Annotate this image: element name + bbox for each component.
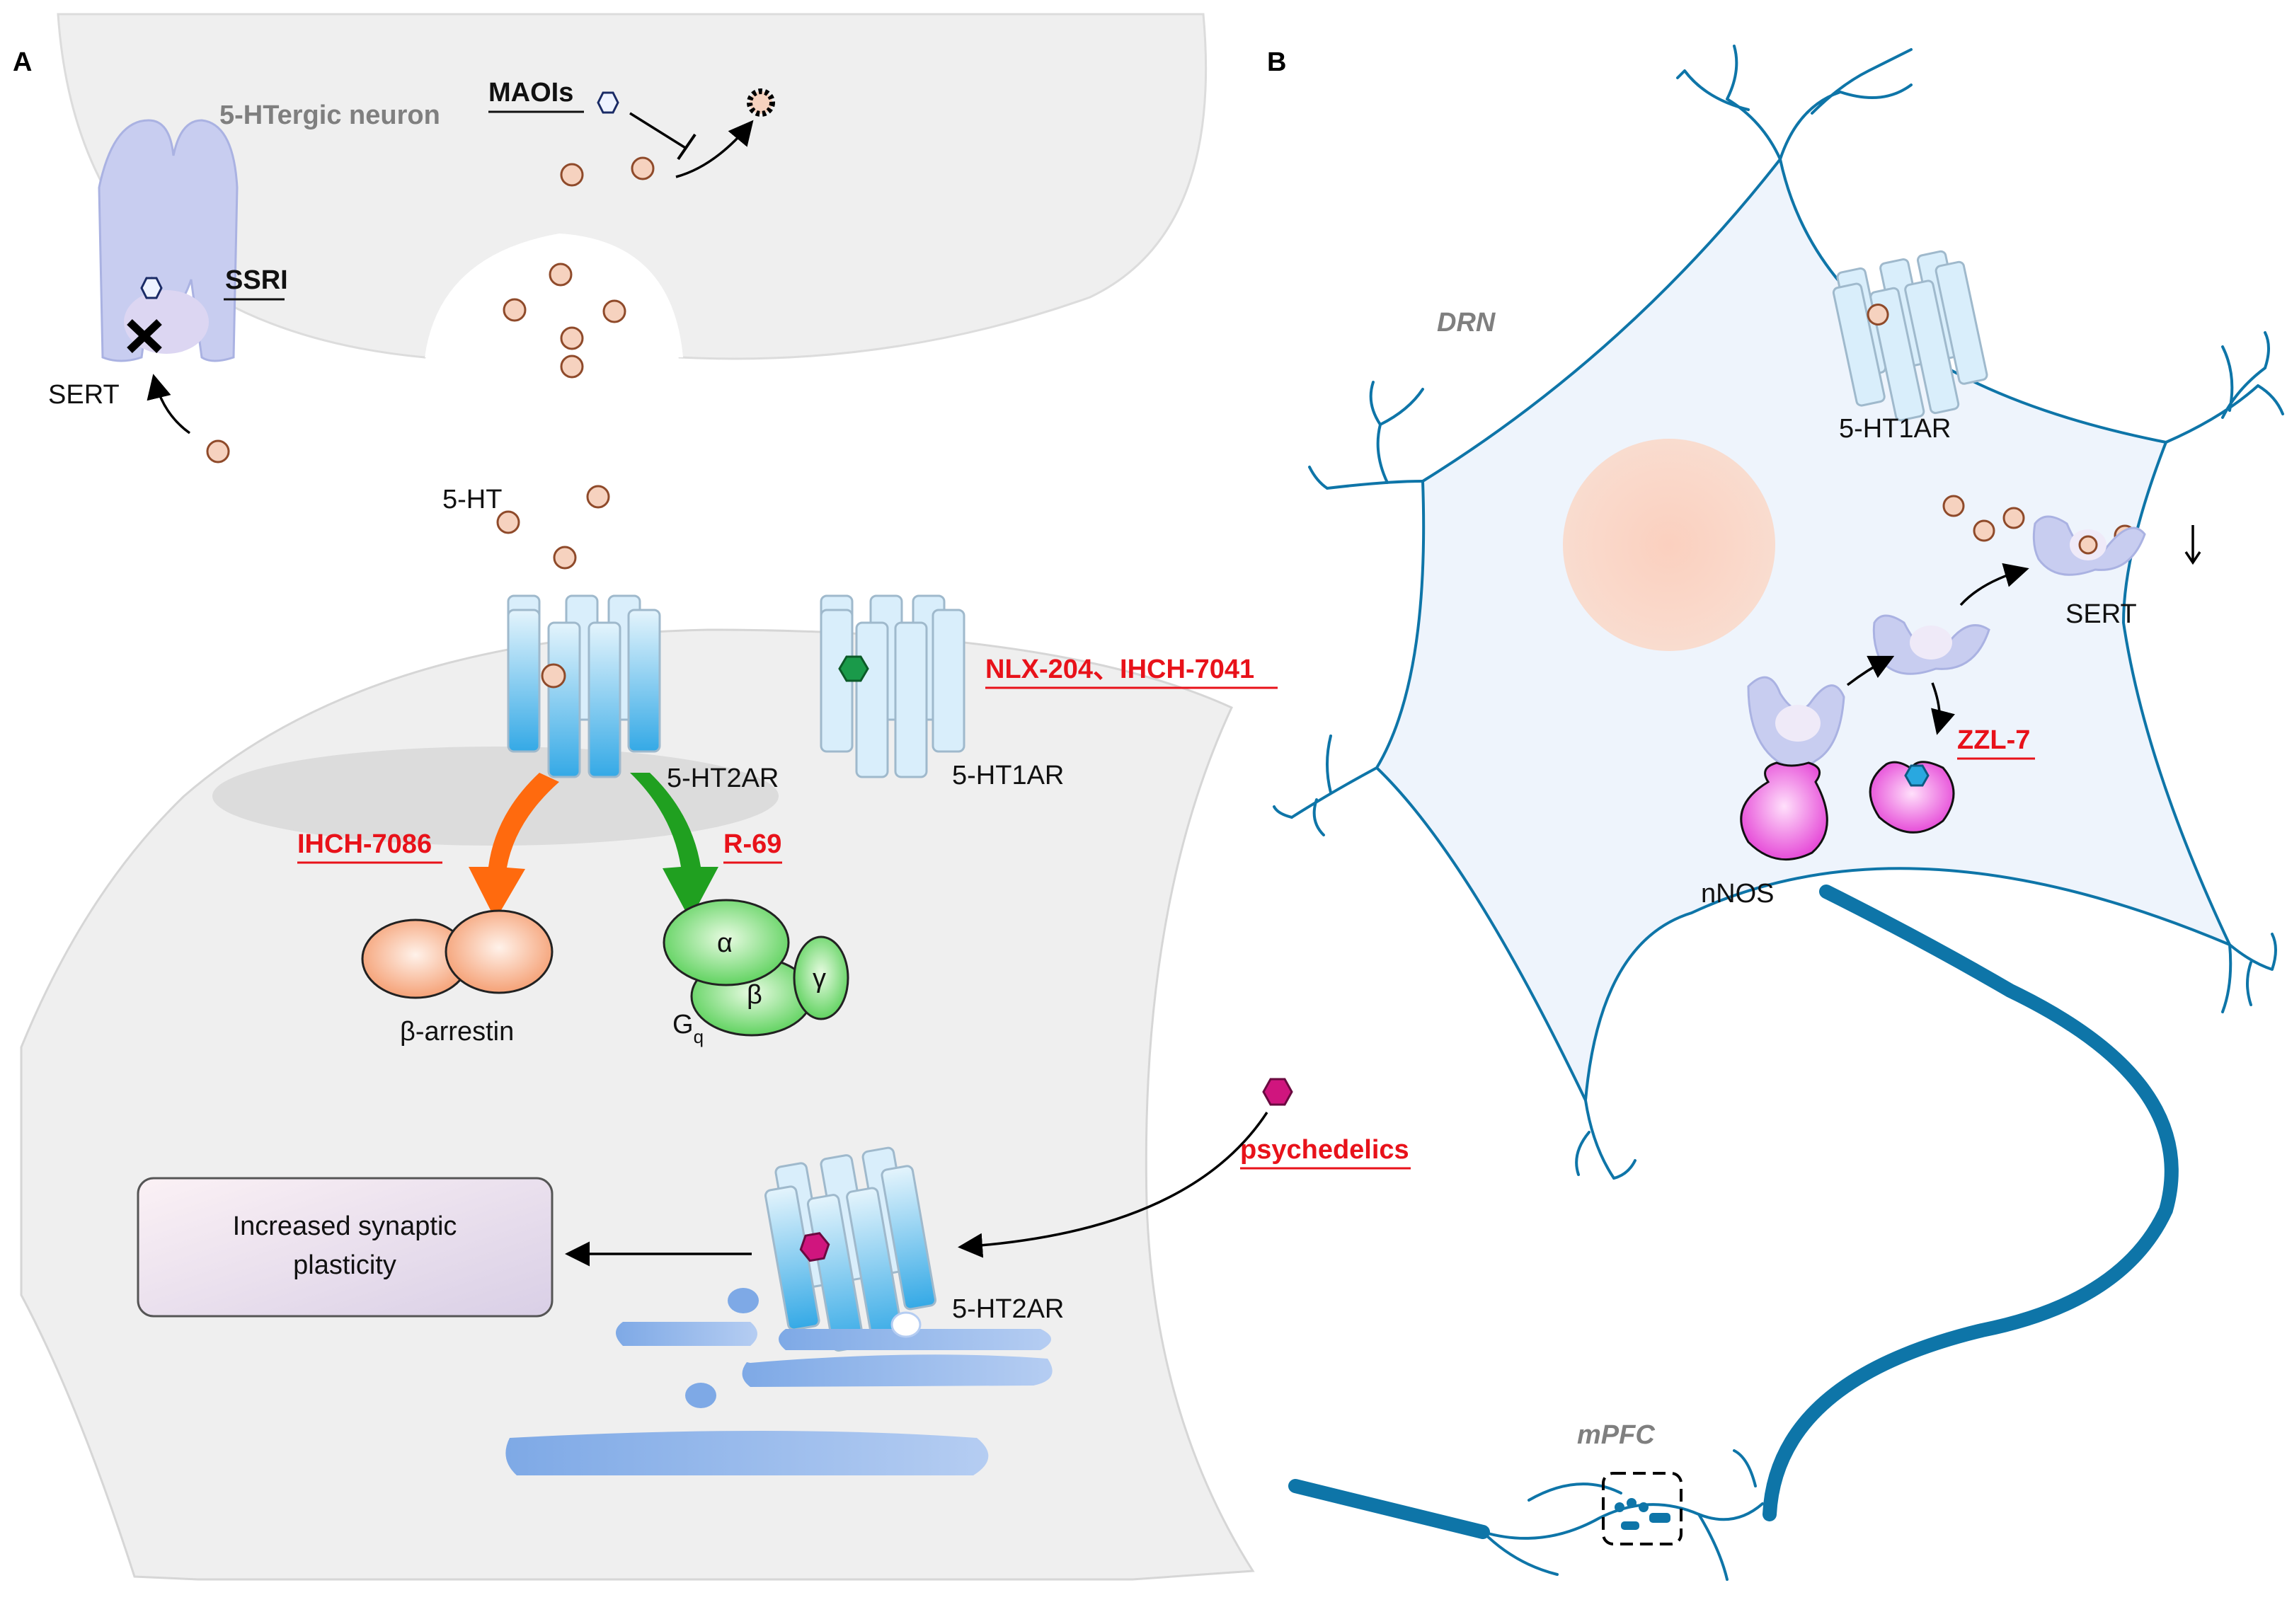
panel-b-label: B	[1267, 47, 1286, 77]
synapse-box	[1602, 1472, 1683, 1545]
zzl7-label: ZZL-7	[1957, 725, 2030, 755]
psychedelic-binding-arrow	[958, 1112, 1268, 1258]
serotonin-molecule	[560, 355, 584, 379]
serotonin-molecule	[1973, 519, 1995, 542]
serotonin-molecule	[602, 299, 626, 323]
drug-r69-label: R-69	[723, 829, 781, 859]
plasticity-box: Increased synaptic plasticity	[137, 1177, 554, 1318]
presynaptic-neuron-label: 5-HTergic neuron	[219, 100, 440, 130]
serotonin-molecule	[503, 298, 527, 322]
bound-psychedelic-icon	[799, 1232, 830, 1262]
panel-a: A 5-HTergic neuron MAOIs	[13, 13, 1411, 1581]
bound-serotonin	[2078, 535, 2098, 555]
serotonin-molecule	[549, 263, 573, 287]
zzl7-hexagon-icon	[1904, 764, 1930, 787]
plasticity-line-1: Increased synaptic	[233, 1211, 457, 1241]
maoi-inhibition-line	[629, 112, 687, 150]
nnos-zzl7-complex	[1869, 761, 1955, 834]
synaptic-vesicle	[425, 234, 683, 357]
receptor-5ht2ar-lower	[764, 1146, 936, 1352]
serotonin-molecule	[553, 546, 577, 570]
psychedelics-label: psychedelics	[1240, 1135, 1409, 1165]
sert-label-a: SERT	[48, 380, 120, 410]
serotonin-molecule	[631, 156, 655, 180]
receptor-5ht2ar-lower-label: 5-HT2AR	[952, 1294, 1064, 1324]
r69-arrow	[630, 773, 718, 920]
beta-arrestin-icon	[361, 909, 554, 999]
synapse-puncta-icon	[1615, 1498, 1670, 1530]
nucleus	[1563, 439, 1775, 651]
ihch7086-arrow	[469, 773, 559, 920]
maoi-hexagon-icon	[597, 91, 619, 114]
maois-label: MAOIs	[488, 78, 573, 108]
panel-a-label: A	[13, 47, 32, 77]
serotonin-molecule	[1942, 495, 1965, 517]
sert-label-b: SERT	[2065, 599, 2137, 629]
degradation-arrow	[675, 120, 754, 178]
serotonin-molecule	[586, 485, 610, 509]
gq-gamma-label: γ	[813, 964, 826, 994]
zzl7-arrow	[1931, 682, 1955, 735]
panel-b: B mPFC DRN	[1267, 45, 2284, 1581]
gq-alpha-label: α	[717, 928, 733, 958]
sert-transporter	[98, 119, 239, 362]
ssri-label: SSRI	[225, 265, 288, 295]
gq-label: Gq	[672, 1010, 704, 1047]
receptor-5ht2ar-label: 5-HT2AR	[667, 764, 779, 793]
degraded-serotonin-icon	[747, 88, 775, 117]
receptor-5ht2ar-upper	[507, 594, 661, 778]
sert-intermediate	[1872, 614, 1990, 675]
postsynaptic-density	[212, 747, 779, 846]
nnos-label: nNOS	[1701, 879, 1774, 909]
axon-terminal	[1288, 1479, 1490, 1539]
gq-beta-label: β	[747, 980, 762, 1010]
sert-transfer-arrow	[1959, 563, 2029, 606]
down-arrow-icon	[2184, 551, 2201, 565]
receptor-5ht1ar-b-label: 5-HT1AR	[1839, 414, 1951, 444]
axon-branches	[1481, 1449, 1764, 1581]
bound-serotonin	[541, 663, 566, 689]
serotonin-molecule	[496, 510, 520, 534]
receptor-5ht1ar-label: 5-HT1AR	[952, 761, 1064, 790]
sert-transporter-b	[2032, 515, 2146, 576]
serotonin-label: 5-HT	[442, 485, 502, 514]
dendrites	[1273, 45, 2284, 1180]
psychedelic-hexagon-icon	[1262, 1078, 1293, 1106]
axon	[1762, 885, 2179, 1521]
ssri-hexagon-icon	[140, 277, 163, 299]
nlx-ligand-icon	[838, 655, 869, 682]
maoi-inhibition-bar	[677, 133, 697, 161]
drug-nlx-ihch7041-label: NLX-204、IHCH-7041	[985, 655, 1254, 684]
receptor-5ht1ar	[820, 594, 965, 778]
sert-nnos-complex	[1740, 676, 1845, 861]
block-x-icon	[127, 319, 162, 353]
mpfc-label: mPFC	[1577, 1420, 1655, 1450]
drn-neuron-soma	[1375, 156, 2233, 1106]
serotonin-molecule	[560, 326, 584, 350]
beta-arrestin-label: β-arrestin	[400, 1017, 514, 1047]
serotonin-molecule	[206, 439, 230, 463]
bound-serotonin	[1867, 304, 1889, 326]
drn-label: DRN	[1437, 308, 1496, 338]
serotonin-molecule	[2002, 507, 2025, 529]
serotonin-molecule	[560, 163, 584, 187]
plasticity-line-2: plasticity	[293, 1250, 396, 1280]
reuptake-arrow	[147, 374, 191, 434]
endoplasmic-reticulum	[505, 1288, 1053, 1475]
drug-ihch7086-label: IHCH-7086	[297, 829, 432, 859]
gq-protein-icon	[663, 899, 849, 1037]
dissociation-arrow	[1846, 655, 1895, 686]
receptor-5ht1ar-b	[1832, 250, 1988, 422]
